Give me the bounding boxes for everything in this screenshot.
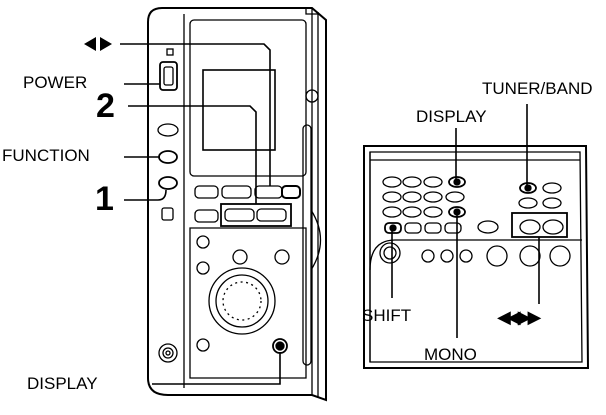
jog-dial[interactable] — [208, 267, 276, 335]
highlight-box-main — [220, 203, 292, 227]
display-remote-label: DISPLAY — [416, 107, 487, 126]
callout-step2 — [128, 105, 257, 204]
power-indicator — [166, 48, 174, 56]
skip-symbols-label: ◀◀,▶▶ — [497, 307, 541, 327]
step2-label: 2 — [96, 87, 115, 125]
small-square-button[interactable] — [161, 207, 174, 221]
function-button[interactable] — [158, 150, 178, 164]
callout-display-main — [152, 352, 281, 385]
jog-area — [196, 235, 290, 354]
step1-button[interactable] — [158, 176, 178, 190]
left-column-controls — [157, 48, 179, 363]
main-unit — [147, 7, 327, 402]
step1-label: 1 — [95, 180, 114, 218]
shift-label: SHIFT — [362, 306, 412, 325]
remote-button-grid — [382, 176, 568, 238]
power-button[interactable] — [159, 61, 178, 91]
callout-lines — [120, 43, 540, 385]
remote-control — [363, 145, 590, 369]
function-label: FUNCTION — [2, 146, 90, 165]
front-buttons — [194, 185, 301, 227]
mono-label: MONO — [424, 345, 477, 364]
power-label: POWER — [23, 73, 88, 92]
headphone-jack — [158, 343, 178, 363]
display-main-label: DISPLAY — [27, 374, 98, 393]
callout-step1 — [124, 189, 167, 201]
callout-cursor — [120, 43, 271, 186]
remote-round-buttons — [379, 242, 571, 267]
tuner-band-label: TUNER/BAND — [482, 79, 593, 98]
left-right-arrows-icon — [84, 37, 112, 51]
function-knob-upper[interactable] — [157, 123, 179, 137]
